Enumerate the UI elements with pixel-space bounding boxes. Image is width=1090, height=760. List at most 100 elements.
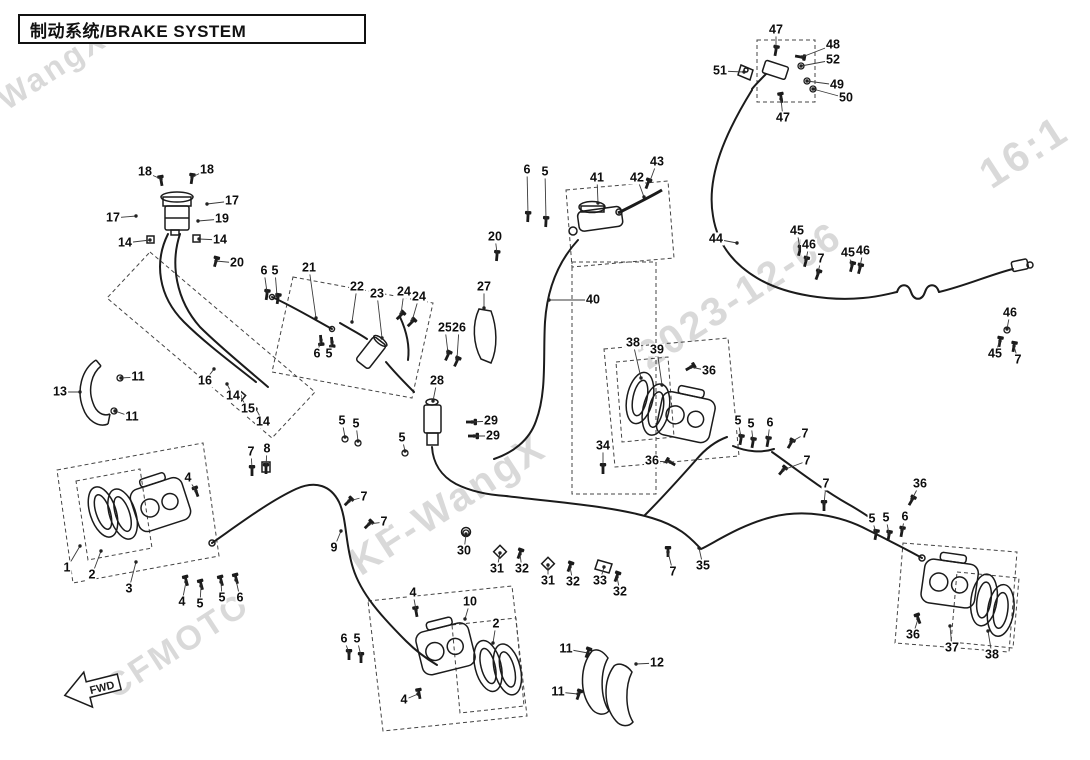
callout-8: 8	[262, 441, 272, 456]
callout-20: 20	[487, 229, 503, 244]
callout-50: 50	[838, 90, 854, 105]
callout-4: 4	[183, 470, 193, 485]
callout-34: 34	[595, 438, 611, 453]
callout-47: 47	[768, 22, 784, 37]
callout-5: 5	[733, 413, 743, 428]
callout-46: 46	[855, 243, 871, 258]
callout-42: 42	[629, 170, 645, 185]
callout-5: 5	[337, 413, 347, 428]
callout-10: 10	[462, 594, 478, 609]
callout-12: 12	[649, 655, 665, 670]
callout-2: 2	[491, 616, 501, 631]
callout-45: 45	[789, 223, 805, 238]
callout-4: 4	[177, 594, 187, 609]
valve-28	[423, 398, 442, 446]
callout-11: 11	[558, 641, 574, 656]
callout-17: 17	[224, 193, 240, 208]
callout-46: 46	[1002, 305, 1018, 320]
master-cylinder	[568, 188, 663, 236]
callout-6: 6	[522, 162, 532, 177]
callout-7: 7	[816, 251, 826, 266]
hose-44-coil	[896, 284, 940, 300]
rear-line-35	[505, 495, 923, 559]
hose-44-end	[1010, 258, 1034, 273]
callout-24: 24	[396, 284, 412, 299]
hose-22	[339, 322, 368, 340]
callout-6: 6	[312, 346, 322, 361]
callout-32: 32	[565, 574, 581, 589]
callout-49: 49	[829, 77, 845, 92]
callout-7: 7	[1013, 352, 1023, 367]
callout-38: 38	[625, 335, 641, 350]
callout-5: 5	[746, 416, 756, 431]
fwd-label: FWD	[89, 679, 116, 697]
rear-right-hose	[771, 451, 870, 518]
callout-18: 18	[199, 162, 215, 177]
callout-7: 7	[668, 564, 678, 579]
callout-22: 22	[349, 279, 365, 294]
callout-39: 39	[649, 342, 665, 357]
callout-36: 36	[644, 453, 660, 468]
components	[79, 59, 1034, 727]
callout-14: 14	[117, 235, 133, 250]
callout-25: 25	[437, 320, 453, 335]
callout-6: 6	[235, 590, 245, 605]
fwd-arrow: FWD	[63, 670, 123, 709]
hose-40	[493, 239, 579, 460]
callout-6: 6	[339, 631, 349, 646]
callout-36: 36	[905, 627, 921, 642]
callout-47: 47	[775, 110, 791, 125]
callout-33: 33	[592, 573, 608, 588]
callout-35: 35	[695, 558, 711, 573]
callout-26: 26	[451, 320, 467, 335]
callout-44: 44	[708, 231, 724, 246]
callout-52: 52	[825, 52, 841, 67]
front-hose-9	[211, 483, 438, 666]
callout-5: 5	[324, 346, 334, 361]
valve-outlet-line	[431, 446, 507, 497]
callout-5: 5	[540, 164, 550, 179]
fork-guards	[581, 649, 634, 727]
callout-45: 45	[840, 245, 856, 260]
callout-2: 2	[87, 567, 97, 582]
callout-5: 5	[881, 510, 891, 525]
callout-37: 37	[944, 640, 960, 655]
callout-40: 40	[585, 292, 601, 307]
callout-3: 3	[124, 581, 134, 596]
callout-14: 14	[225, 388, 241, 403]
callout-5: 5	[867, 511, 877, 526]
callout-9: 9	[329, 540, 339, 555]
callout-31: 31	[489, 561, 505, 576]
callout-27: 27	[476, 279, 492, 294]
callout-11: 11	[130, 369, 146, 384]
brake-hoses	[159, 73, 1014, 666]
callout-32: 32	[514, 561, 530, 576]
callout-11: 11	[124, 409, 140, 424]
callout-5: 5	[217, 590, 227, 605]
page-title: 制动系统/BRAKE SYSTEM	[30, 21, 247, 41]
bracket-27	[473, 308, 497, 364]
callout-29: 29	[485, 428, 501, 443]
callout-31: 31	[540, 573, 556, 588]
reservoir	[146, 191, 201, 244]
callout-5: 5	[195, 596, 205, 611]
callout-4: 4	[399, 692, 409, 707]
callout-21: 21	[301, 260, 317, 275]
callout-19: 19	[214, 211, 230, 226]
callout-7: 7	[821, 476, 831, 491]
callout-1: 1	[62, 560, 72, 575]
pipe-24	[399, 316, 410, 361]
branch-to-rear-caliper	[644, 436, 728, 516]
callout-6: 6	[900, 509, 910, 524]
callout-46: 46	[801, 237, 817, 252]
callout-6: 6	[765, 415, 775, 430]
callout-36: 36	[912, 476, 928, 491]
hose-44-a	[710, 89, 898, 300]
callout-36: 36	[701, 363, 717, 378]
callout-17: 17	[105, 210, 121, 225]
group-boxes	[56, 39, 1020, 732]
callout-18: 18	[137, 164, 153, 179]
callout-16: 16	[197, 373, 213, 388]
callout-29: 29	[483, 413, 499, 428]
